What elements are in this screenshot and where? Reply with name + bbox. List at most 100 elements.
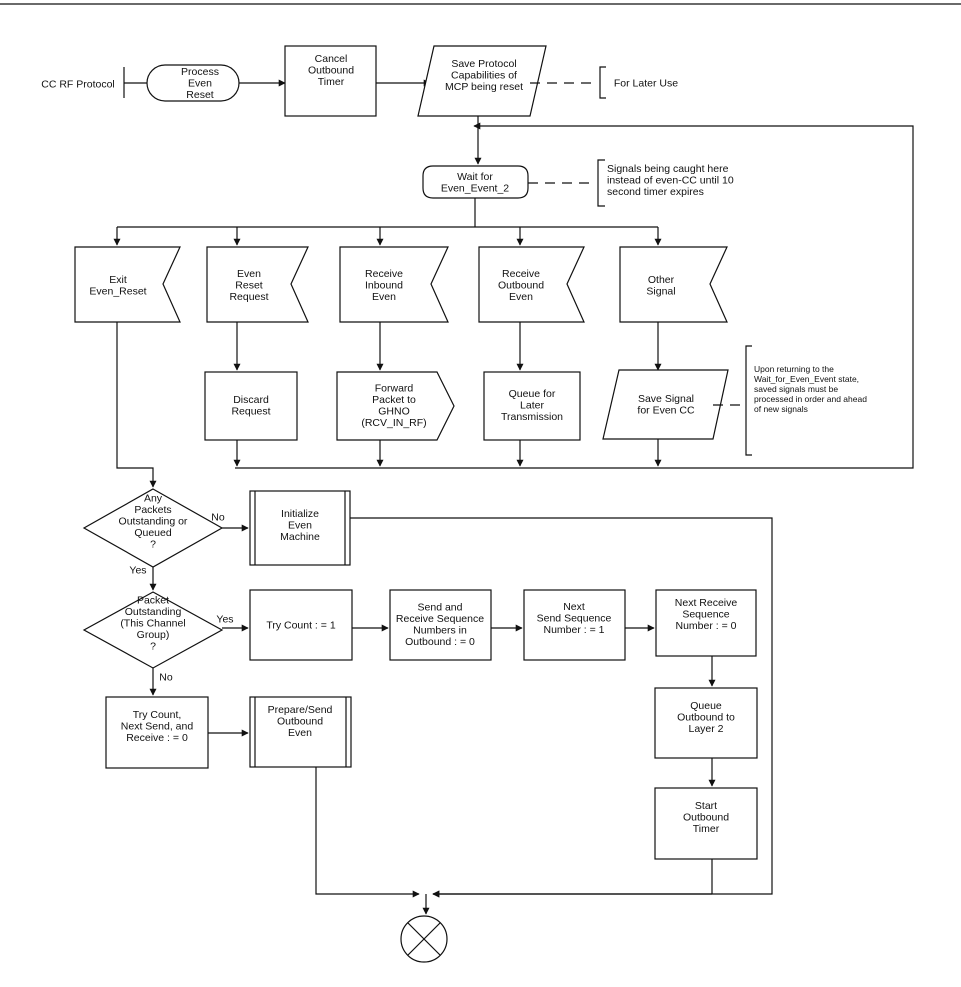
text-line: Outbound	[683, 812, 729, 824]
try-count-one-box: Try Count : = 1	[249, 589, 353, 661]
text-line: Reset	[186, 89, 214, 101]
text-line: Queue	[690, 700, 722, 712]
text-line: Next Receive	[675, 597, 738, 609]
entry-label: CC RF Protocol	[41, 79, 115, 91]
try-count-one-label: Try Count : = 1	[266, 620, 336, 632]
later-use-label: For Later Use	[614, 78, 678, 90]
text-line: For Later Use	[614, 78, 678, 90]
text-line: Wait for	[457, 171, 493, 183]
text-line: Outbound	[498, 280, 544, 292]
text-line: (RCV_IN_RF)	[361, 417, 426, 429]
text-line: Next Send, and	[121, 721, 194, 733]
text-line: Prepare/Send	[268, 704, 333, 716]
text-line: Even	[288, 520, 312, 532]
text-line: ?	[150, 641, 156, 653]
text-line: Packet to	[372, 394, 416, 406]
text-line: GHNO	[378, 405, 410, 417]
text-line: Other	[648, 274, 675, 286]
text-line: Initialize	[281, 508, 319, 520]
text-line: Forward	[375, 382, 414, 394]
packet-outstanding-no-label: No	[159, 672, 173, 684]
text-line: Any	[144, 493, 163, 505]
text-line: Wait_for_Even_Event state,	[754, 374, 859, 384]
text-line: Numbers in	[413, 624, 467, 636]
packet-outstanding-yes-label: Yes	[216, 614, 233, 626]
text-line: Group)	[137, 629, 170, 641]
text-line: Signal	[646, 285, 675, 297]
text-line: Signals being caught here	[607, 163, 729, 175]
text-line: Receive : = 0	[126, 732, 188, 744]
text-line: Inbound	[365, 280, 403, 292]
text-line: Even_Event_2	[441, 182, 509, 194]
exit-to-any-packets	[116, 322, 157, 488]
text-line: second timer expires	[607, 186, 704, 198]
text-line: Try Count : = 1	[266, 620, 336, 632]
text-line: Packets	[134, 504, 171, 516]
text-line: Outstanding or	[119, 516, 188, 528]
text-line: Queued	[134, 527, 172, 539]
text-line: Receive	[365, 268, 403, 280]
text-line: Outstanding	[125, 606, 182, 618]
text-line: Even	[372, 291, 396, 303]
text-line: Queue for	[509, 388, 556, 400]
text-line: Even	[188, 78, 212, 90]
text-line: instead of even-CC until 10	[607, 175, 734, 187]
text-line: Save Protocol	[451, 58, 516, 70]
text-line: Number : = 0	[676, 620, 737, 632]
text-line: (This Channel	[120, 618, 185, 630]
any-packets-no-label: No	[211, 512, 225, 524]
text-line: processed in order and ahead	[754, 394, 867, 404]
text-line: Receive Sequence	[396, 613, 484, 625]
later-use-annotation: For Later Use	[599, 66, 678, 99]
text-line: CC RF Protocol	[41, 79, 115, 91]
text-line: Outbound : = 0	[405, 636, 475, 648]
loop-back-to-wait	[235, 122, 914, 469]
text-line: Discard	[233, 394, 269, 406]
text-line: Yes	[129, 565, 146, 577]
text-line: Send Sequence	[537, 613, 612, 625]
text-line: Exit	[109, 274, 127, 286]
text-line: Capabilities of	[451, 70, 517, 82]
text-line: Sequence	[682, 609, 729, 621]
text-line: Even	[509, 291, 533, 303]
prepare-send-to-merge	[315, 767, 420, 898]
text-line: Upon returning to the	[754, 364, 834, 374]
end-termination-symbol	[400, 915, 448, 963]
text-line: saved signals must be	[754, 384, 838, 394]
text-line: MCP being reset	[445, 81, 523, 93]
text-line: Layer 2	[688, 723, 723, 735]
